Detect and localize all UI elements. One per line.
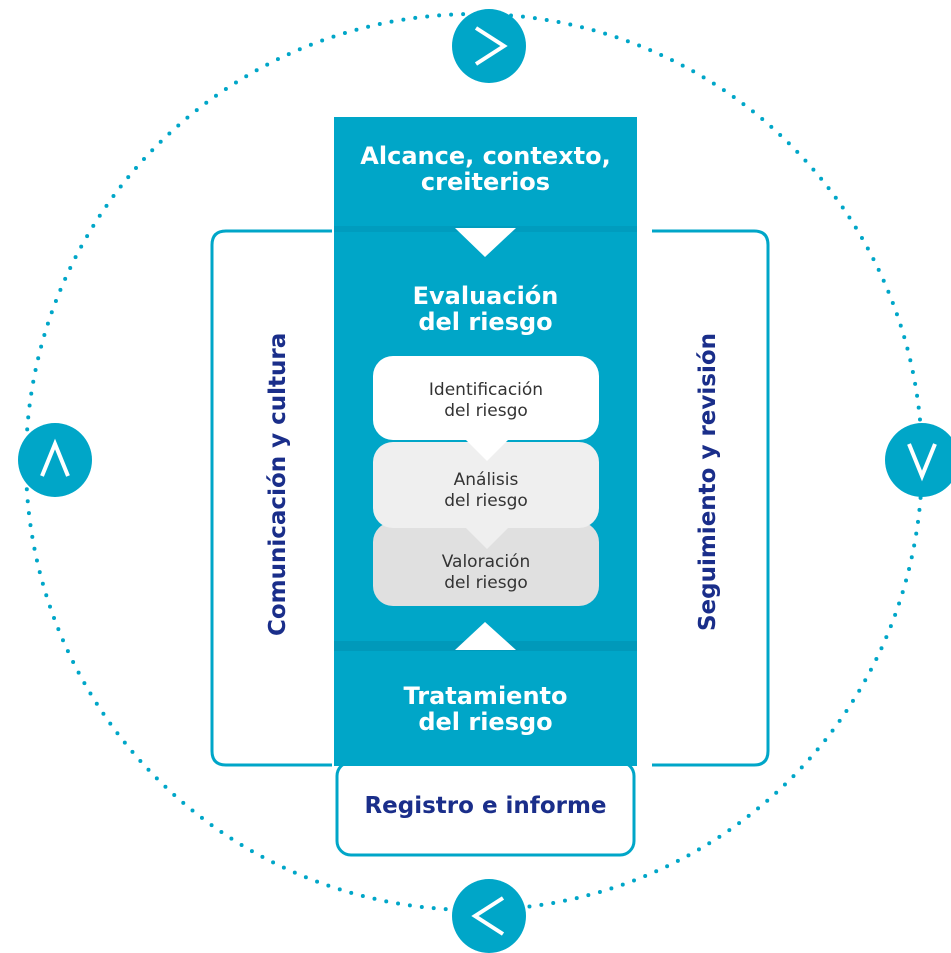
arrow-circle-right xyxy=(885,423,951,497)
center-title: Evaluación del riesgo xyxy=(412,282,559,336)
step-identificacion xyxy=(373,356,599,461)
chevron-down-icon xyxy=(907,443,937,482)
right-vertical-label: Seguimiento y revisión xyxy=(695,332,721,632)
left-vertical-label: Comunicación y cultura xyxy=(265,332,291,636)
arrow-circle-top xyxy=(452,9,526,83)
step-label-analisis: Análisis del riesgo xyxy=(444,470,528,511)
chevron-up-icon xyxy=(40,438,70,477)
step-valoracion xyxy=(373,522,599,606)
top-box xyxy=(334,117,637,226)
bottom-box-label: Tratamiento del riesgo xyxy=(403,682,568,736)
arrow-circle-bottom xyxy=(452,879,526,953)
chevron-right-icon xyxy=(474,26,508,66)
chevron-left-icon xyxy=(471,896,505,936)
record-box-label: Registro e informe xyxy=(364,793,607,819)
down-triangle xyxy=(455,228,516,257)
step-label-valoracion: Valoración del riesgo xyxy=(441,552,531,593)
top-box-label: Alcance, contexto, creiterios xyxy=(360,142,611,196)
arrow-circle-left xyxy=(18,423,92,497)
up-triangle xyxy=(455,622,516,650)
right-bracket xyxy=(652,229,770,767)
step-analisis xyxy=(373,442,599,549)
bottom-box xyxy=(334,651,637,762)
step-label-identificacion: Identificación del riesgo xyxy=(428,380,544,421)
left-bracket xyxy=(210,229,332,767)
